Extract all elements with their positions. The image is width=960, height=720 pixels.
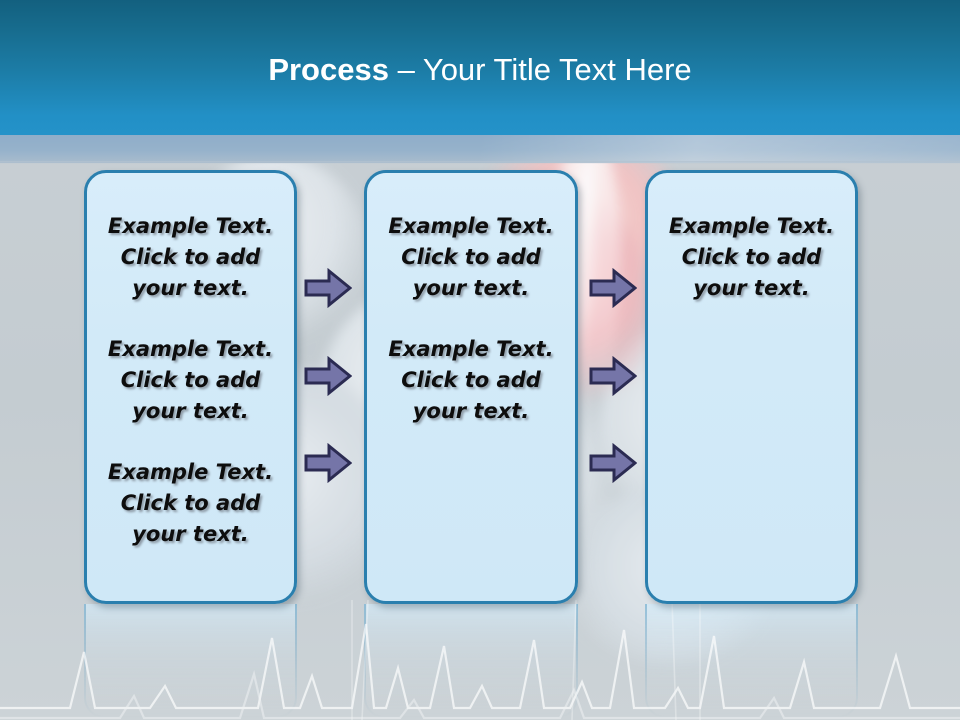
process-box-2[interactable]: Example Text. Click to add your text. Ex…	[364, 170, 578, 604]
right-arrow-icon[interactable]	[304, 268, 352, 308]
right-arrow-icon[interactable]	[589, 443, 637, 483]
page-title-rest: – Your Title Text Here	[388, 52, 692, 87]
right-arrow-icon[interactable]	[304, 356, 352, 396]
page-title: Process – Your Title Text Here	[0, 50, 960, 90]
box-reflections	[0, 604, 960, 720]
reflection-box-3	[645, 604, 858, 718]
title-bar: Process – Your Title Text Here	[0, 0, 960, 135]
page-title-strong: Process	[268, 52, 389, 87]
right-arrow-icon[interactable]	[304, 443, 352, 483]
process-box-2-text-group: Example Text. Click to add your text. Ex…	[367, 211, 575, 427]
ecg-waveform-icon	[0, 600, 960, 720]
reflection-box-1	[84, 604, 297, 718]
header-accent-band	[0, 135, 960, 163]
header-band-edge	[0, 161, 960, 164]
process-box-1-text-group: Example Text. Click to add your text. Ex…	[87, 211, 294, 550]
right-arrow-icon[interactable]	[589, 356, 637, 396]
header-band-gloss	[480, 135, 960, 163]
process-box-3-text-group: Example Text. Click to add your text.	[648, 211, 855, 304]
right-arrow-icon[interactable]	[589, 268, 637, 308]
process-box-1-text-1[interactable]: Example Text. Click to add your text.	[107, 214, 274, 300]
process-box-3-text-1[interactable]: Example Text. Click to add your text.	[668, 214, 835, 300]
process-box-1-text-3[interactable]: Example Text. Click to add your text.	[107, 460, 274, 546]
process-box-3[interactable]: Example Text. Click to add your text.	[645, 170, 858, 604]
process-box-1-text-2[interactable]: Example Text. Click to add your text.	[107, 337, 274, 423]
process-box-2-text-1[interactable]: Example Text. Click to add your text.	[388, 214, 554, 300]
process-box-1[interactable]: Example Text. Click to add your text. Ex…	[84, 170, 297, 604]
process-box-2-text-2[interactable]: Example Text. Click to add your text.	[388, 337, 554, 423]
